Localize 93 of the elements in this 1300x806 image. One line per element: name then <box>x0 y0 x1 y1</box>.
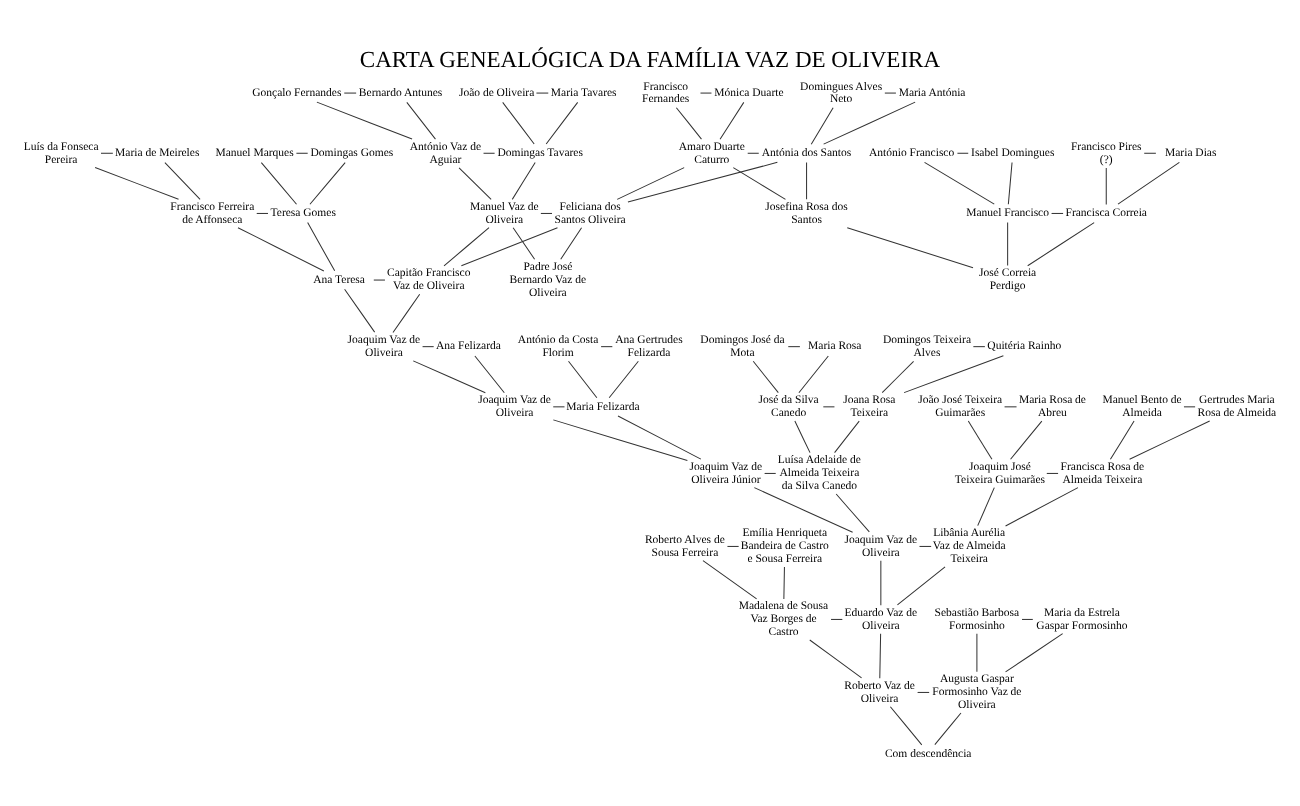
connector <box>924 161 995 205</box>
connector <box>344 288 376 333</box>
connector <box>373 279 386 281</box>
connector <box>535 92 549 94</box>
connector <box>256 212 269 214</box>
connector <box>903 355 1004 394</box>
connector <box>810 107 834 145</box>
connector <box>458 167 492 200</box>
connector <box>967 420 993 460</box>
connector <box>422 346 435 348</box>
connector <box>787 346 801 348</box>
connector <box>747 152 760 154</box>
connector <box>919 545 932 547</box>
connector <box>764 472 777 474</box>
connector <box>94 166 180 200</box>
connector <box>1005 633 1064 673</box>
connector <box>307 222 336 272</box>
diagram-title: CARTA GENEALÓGICA DA FAMÍLIA VAZ DE OLIVEIRA <box>359 48 941 73</box>
connector <box>1183 406 1196 408</box>
connector <box>1109 420 1135 460</box>
connector <box>732 167 786 200</box>
connector <box>823 101 916 145</box>
connector <box>600 346 613 348</box>
connector <box>316 101 413 140</box>
connector <box>934 712 962 746</box>
connector <box>540 212 553 214</box>
connector <box>753 487 854 533</box>
connector <box>1027 222 1095 267</box>
connector <box>830 618 843 620</box>
connector <box>889 706 923 746</box>
connector <box>1129 420 1211 460</box>
connector <box>884 92 897 94</box>
connector <box>164 162 201 200</box>
connector <box>880 560 882 606</box>
connector <box>1143 152 1157 154</box>
connector <box>1004 406 1018 408</box>
connector <box>783 566 785 600</box>
connector <box>608 360 639 399</box>
connector <box>560 227 583 260</box>
connector <box>460 227 558 267</box>
connector <box>1051 212 1064 214</box>
connector <box>1021 618 1034 620</box>
connector <box>502 101 535 145</box>
connector <box>822 406 835 408</box>
connector <box>1007 222 1009 266</box>
connector <box>512 227 536 260</box>
connector <box>675 107 702 140</box>
connector <box>700 92 712 94</box>
connector <box>972 346 986 348</box>
connector <box>702 560 758 600</box>
connector <box>1105 167 1107 205</box>
connector <box>545 101 579 145</box>
connector <box>295 152 309 154</box>
connector <box>1010 420 1043 460</box>
connector <box>977 487 995 527</box>
connector <box>568 360 598 399</box>
connector <box>483 152 496 154</box>
connector <box>956 152 969 154</box>
connector <box>443 227 490 267</box>
connector <box>343 92 357 94</box>
connector <box>719 101 745 140</box>
connector <box>552 406 565 408</box>
connector <box>627 161 778 203</box>
connector <box>835 493 870 533</box>
connector <box>726 545 740 547</box>
connector <box>752 360 779 394</box>
connector <box>237 227 325 272</box>
connector <box>794 420 811 454</box>
connector <box>1007 162 1013 205</box>
connector <box>881 360 915 394</box>
connector <box>1117 161 1180 205</box>
connector <box>809 639 863 679</box>
connector <box>392 293 421 333</box>
connector <box>412 360 486 394</box>
connector <box>976 633 978 673</box>
connector <box>309 162 346 205</box>
connector <box>406 101 436 140</box>
connector <box>846 227 974 269</box>
connector <box>1046 472 1059 474</box>
connector <box>879 633 882 679</box>
connector <box>806 162 808 200</box>
connector <box>834 420 860 454</box>
connector <box>100 152 114 154</box>
connector <box>552 419 688 461</box>
connector <box>511 162 536 200</box>
connector <box>917 691 930 693</box>
connector <box>474 355 505 394</box>
connector <box>616 167 685 200</box>
connector <box>260 162 298 205</box>
connector <box>798 355 829 394</box>
connector <box>896 566 946 606</box>
connector <box>1005 487 1079 527</box>
connector <box>617 415 702 460</box>
